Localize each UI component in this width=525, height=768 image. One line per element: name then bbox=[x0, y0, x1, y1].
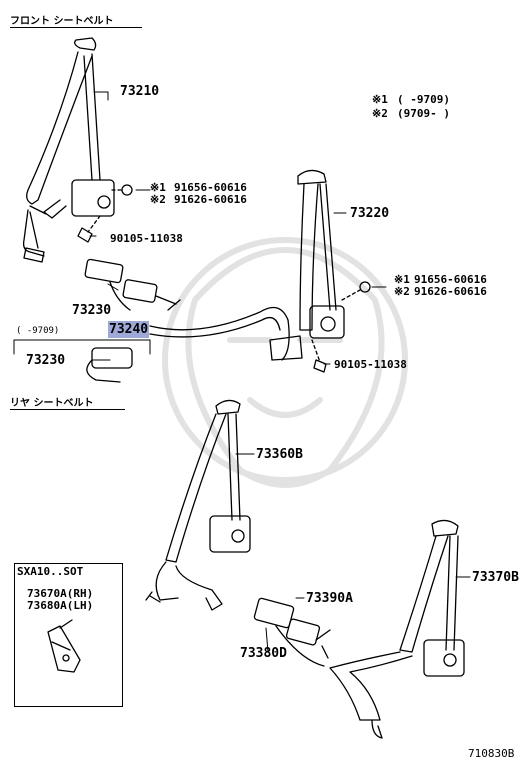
nut2-mark1: ※1 bbox=[394, 273, 410, 286]
buckle-73230-upper bbox=[84, 258, 131, 311]
part-73670a-rh[interactable]: 73670A(RH) bbox=[27, 587, 94, 600]
section-rear-underline bbox=[10, 409, 125, 410]
leader-lines bbox=[89, 91, 471, 653]
rear-belt-73370b bbox=[329, 519, 465, 739]
front-belt-73220 bbox=[269, 169, 361, 363]
part-73680a-lh[interactable]: 73680A(LH) bbox=[27, 599, 94, 612]
legend-note1-mark: ※1 bbox=[372, 93, 388, 106]
range-bracket bbox=[13, 339, 151, 355]
part-91656-60616-right[interactable]: 91656-60616 bbox=[414, 273, 487, 286]
legend-note1-range: ( -9709) bbox=[397, 93, 450, 106]
buckle-73240 bbox=[122, 279, 290, 361]
front-belt-73210 bbox=[22, 37, 115, 263]
part-90105-11038-upper[interactable]: 90105-11038 bbox=[110, 232, 183, 245]
watermark-emblem bbox=[162, 237, 408, 488]
inset-title: SXA10..SOT bbox=[17, 565, 84, 578]
part-90105-11038-right[interactable]: 90105-11038 bbox=[334, 358, 407, 371]
inset-box: SXA10..SOT 73670A(RH) 73680A(LH) bbox=[14, 563, 123, 707]
part-73370b[interactable]: 73370B bbox=[472, 570, 519, 585]
part-73380d[interactable]: 73380D bbox=[240, 646, 287, 661]
nut1-mark1: ※1 bbox=[150, 181, 166, 194]
buckle-73390a bbox=[285, 618, 331, 659]
buckle-73230-lower bbox=[86, 347, 133, 383]
legend-note2-range: (9709- ) bbox=[397, 107, 450, 120]
bolt-90105-upper bbox=[77, 227, 93, 243]
part-73360b[interactable]: 73360B bbox=[256, 447, 303, 462]
rear-belt-73360b bbox=[145, 399, 251, 611]
part-73390a[interactable]: 73390A bbox=[306, 591, 353, 606]
section-front-seatbelt: フロント シートベルト bbox=[10, 16, 114, 27]
nut-upper bbox=[121, 184, 133, 196]
section-front-underline bbox=[10, 27, 142, 28]
part-73230-upper[interactable]: 73230 bbox=[72, 303, 112, 318]
nut2-mark2: ※2 bbox=[394, 285, 410, 298]
part-73210[interactable]: 73210 bbox=[120, 84, 160, 99]
range-bracket-label: ( -9709) bbox=[16, 326, 60, 336]
legend-note2-mark: ※2 bbox=[372, 107, 388, 120]
diagram-code: 710830B bbox=[468, 747, 515, 760]
part-91626-60616-right[interactable]: 91626-60616 bbox=[414, 285, 487, 298]
part-73230-lower[interactable]: 73230 bbox=[26, 353, 66, 368]
nut-right bbox=[359, 281, 371, 293]
part-73220[interactable]: 73220 bbox=[350, 206, 390, 221]
bolt-90105-right bbox=[313, 359, 327, 373]
part-91656-60616-upper[interactable]: 91656-60616 bbox=[174, 181, 247, 194]
part-91626-60616-upper[interactable]: 91626-60616 bbox=[174, 193, 247, 206]
inset-bracket-drawing bbox=[47, 619, 81, 673]
part-73240-highlighted[interactable]: 73240 bbox=[108, 321, 150, 338]
buckle-73380d bbox=[253, 597, 325, 667]
nut1-mark2: ※2 bbox=[150, 193, 166, 206]
section-rear-seatbelt: リヤ シートベルト bbox=[10, 398, 94, 409]
